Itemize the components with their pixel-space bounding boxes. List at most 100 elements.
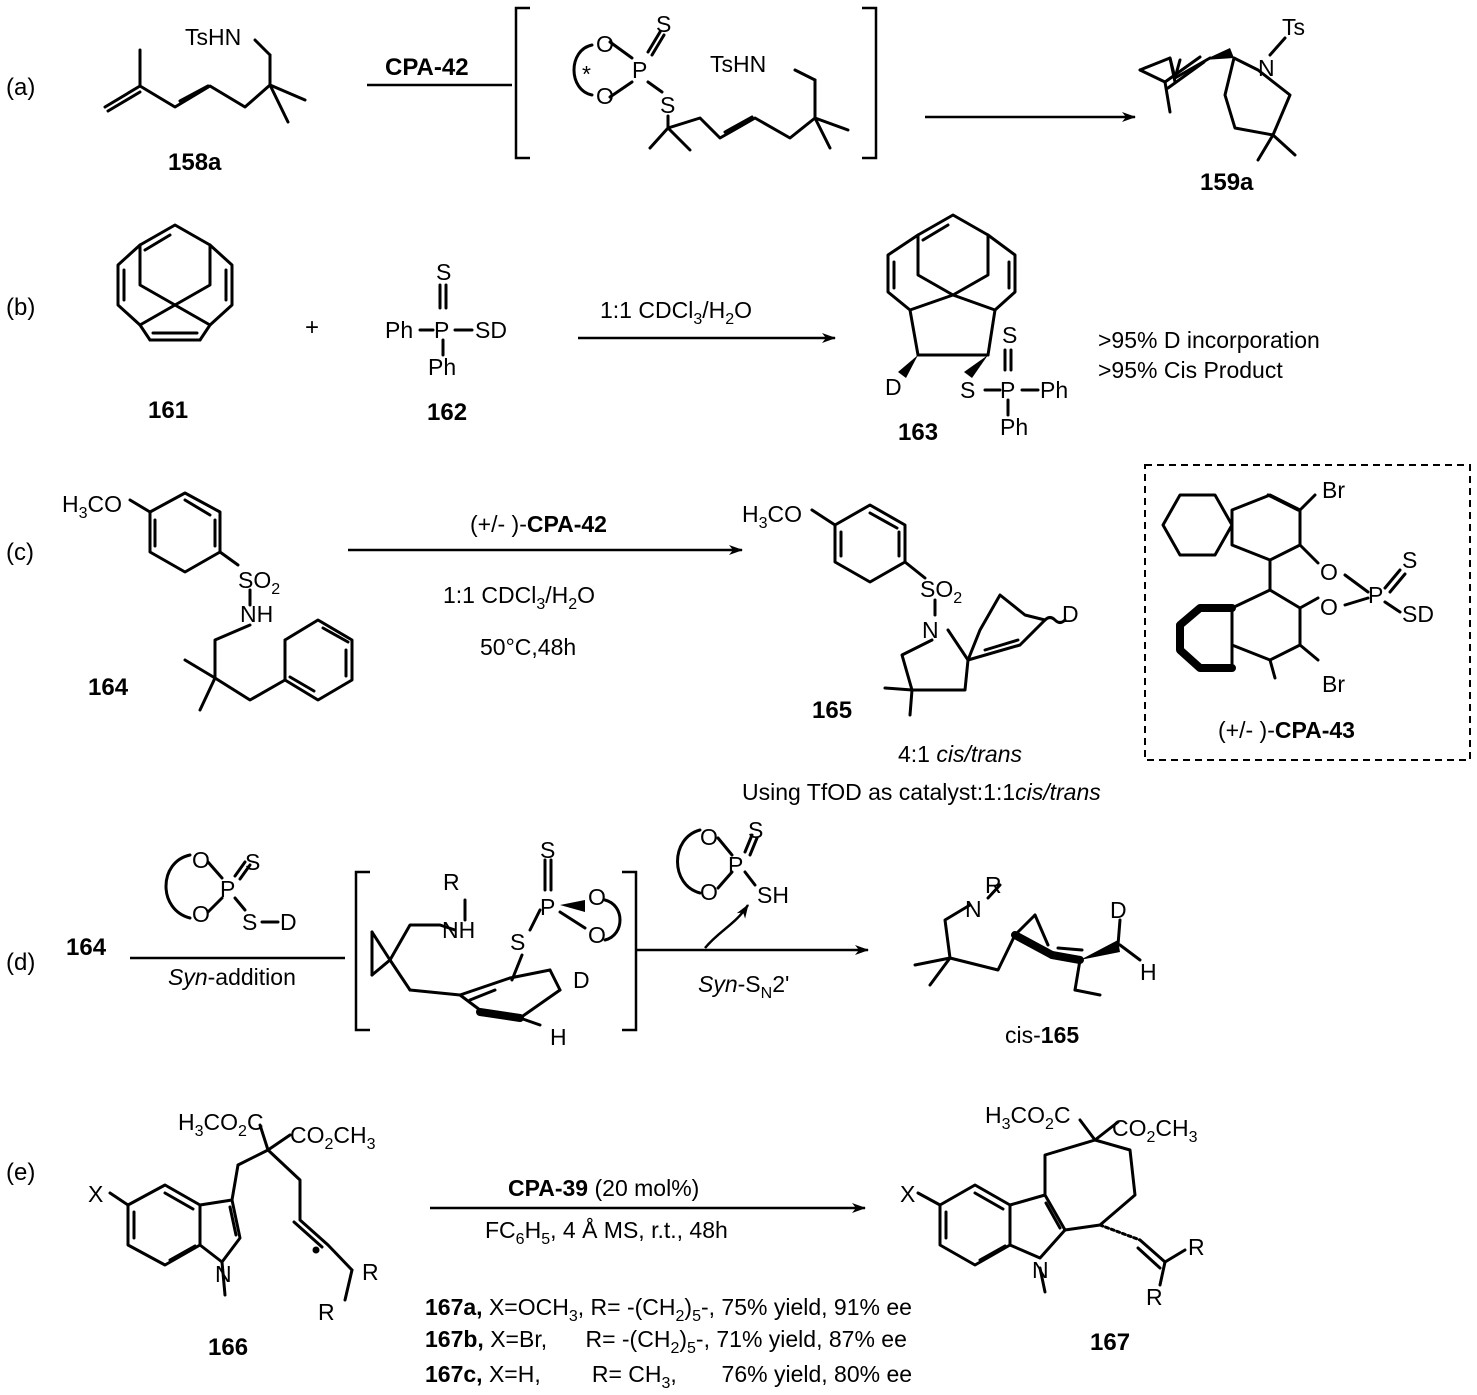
- atom-h3co2c-166: H3CO2C: [178, 1109, 264, 1140]
- note-d-incorporation: >95% D incorporation: [1098, 327, 1320, 353]
- atom-s-cpa43: S: [1402, 547, 1417, 573]
- conditions-syn-sn2: Syn-SN2': [698, 971, 789, 1002]
- conditions-e-solvent: FC6H5, 4 Å MS, r.t., 48h: [485, 1216, 728, 1248]
- structure-164: H3CO SO2 NH: [62, 491, 354, 712]
- atom-co2ch3-167: CO2CH3: [1112, 1115, 1198, 1146]
- atom-so2-165: SO2: [920, 576, 962, 607]
- conditions-b: 1:1 CDCl3/H2O: [600, 297, 752, 328]
- atom-h3co-165: H3CO: [742, 501, 802, 532]
- structure-165: H3CO SO2 N D: [742, 501, 1079, 717]
- atom-n-167: N: [1032, 1257, 1049, 1283]
- atom-r2-167: R: [1146, 1284, 1163, 1310]
- panel-label-c: (c): [6, 539, 34, 566]
- atom-ph2-162: Ph: [428, 354, 456, 380]
- atom-o2-acid-d: O: [700, 879, 718, 905]
- reagent-d-dithioacid: O O P S S D: [164, 847, 297, 935]
- panel-label-b: (b): [6, 294, 35, 321]
- bracket-right-d: [622, 870, 638, 1032]
- structure-cis-165: N R D H: [913, 872, 1157, 997]
- atom-r1-166: R: [362, 1259, 379, 1285]
- atom-ph1-163: Ph: [1040, 377, 1068, 403]
- conditions-c-catalyst: (+/- )-CPA-42: [470, 511, 607, 537]
- atom-h-int-d: H: [550, 1024, 567, 1050]
- atom-tshn-158a: TsHN: [185, 24, 241, 50]
- conditions-syn-addition: Syn-addition: [168, 964, 296, 990]
- atom-o1-acid-d: O: [700, 824, 718, 850]
- compound-label-158a: 158a: [168, 149, 222, 176]
- atom-o1-int-d: O: [588, 884, 606, 910]
- panel-b: 161 + S Ph P SD Ph 162 1:1 CDCl3/H2O: [116, 213, 1320, 446]
- structure-158a: TsHN: [103, 24, 307, 124]
- atom-s2-int-d: S: [510, 929, 525, 955]
- atom-p-163: P: [1000, 377, 1015, 403]
- structure-cpa43: Br O O P S SD Br: [1161, 477, 1434, 697]
- atom-s-162: S: [436, 259, 451, 285]
- atom-n-166: N: [215, 1261, 232, 1287]
- atom-o2-reagent-d: O: [192, 901, 210, 927]
- plus-sign-b: +: [305, 314, 319, 341]
- atom-s1-163: S: [960, 377, 975, 403]
- intermediate-d: R NH S P S O O D H: [370, 837, 622, 1050]
- atom-o2-cpa43: O: [1320, 594, 1338, 620]
- note-tfod: Using TfOD as catalyst:1:1cis/trans: [742, 779, 1101, 805]
- conditions-e-catalyst: CPA-39 (20 mol%): [508, 1175, 699, 1201]
- panel-c: H3CO SO2 NH 164 (+/- )-CPA-42 1:1 CDCl3/…: [62, 464, 1471, 805]
- atom-tshn-int-a: TsHN: [710, 51, 766, 77]
- compound-label-159a: 159a: [1200, 169, 1254, 196]
- atom-h-cis165: H: [1140, 959, 1157, 985]
- bracket-left-a: [514, 6, 530, 160]
- atom-sd-cpa43: SD: [1402, 601, 1434, 627]
- reagent-cpa42-a: CPA-42: [385, 54, 469, 81]
- atom-p-cpa43: P: [1368, 582, 1383, 608]
- atom-p-162: P: [434, 317, 449, 343]
- atom-o2-int-d: O: [588, 922, 606, 948]
- atom-n-159a: N: [1258, 55, 1275, 81]
- atom-nh-int-d: NH: [442, 917, 475, 943]
- cpa43-label: (+/- )-CPA-43: [1218, 717, 1355, 743]
- note-cis-product: >95% Cis Product: [1098, 357, 1283, 383]
- atom-s-top-int-a: S: [656, 11, 671, 37]
- panel-label-d: (d): [6, 949, 35, 976]
- atom-br2-cpa43: Br: [1322, 671, 1345, 697]
- structure-162: S Ph P SD Ph: [385, 259, 507, 380]
- atom-r-int-d: R: [443, 869, 460, 895]
- result-167a: 167a, X=OCH3, R= -(CH2)5-, 75% yield, 91…: [425, 1294, 912, 1325]
- structure-166: X N H3CO2C CO2CH3 R R: [88, 1109, 379, 1325]
- atom-ph1-162: Ph: [385, 317, 413, 343]
- atom-s1-reagent-d: S: [245, 849, 260, 875]
- atom-nh-164: NH: [240, 601, 273, 627]
- compound-label-163: 163: [898, 419, 938, 446]
- compound-label-162: 162: [427, 399, 467, 426]
- intermediate-a: O O P S S * TsHN: [572, 11, 850, 152]
- atom-p-acid-d: P: [728, 852, 743, 878]
- panel-label-a: (a): [6, 74, 35, 101]
- conditions-c-solvent: 1:1 CDCl3/H2O: [443, 582, 595, 613]
- atom-d-165: D: [1062, 601, 1079, 627]
- atom-h3co-164: H3CO: [62, 491, 122, 522]
- atom-o1-reagent-d: O: [192, 847, 210, 873]
- atom-x-167: X: [900, 1181, 915, 1207]
- panel-e: X N H3CO2C CO2CH3 R R 166 CPA-39 (20 mol…: [88, 1102, 1205, 1392]
- atom-ph2-163: Ph: [1000, 414, 1028, 440]
- structure-163: D S S P Ph Ph: [885, 213, 1068, 440]
- compound-label-167: 167: [1090, 1329, 1130, 1356]
- atom-p-int-a: P: [632, 57, 647, 83]
- panel-label-e: (e): [6, 1159, 35, 1186]
- atom-h3co2c-167: H3CO2C: [985, 1102, 1071, 1133]
- compound-label-166: 166: [208, 1334, 248, 1361]
- atom-co2ch3-166: CO2CH3: [290, 1122, 376, 1153]
- result-167c: 167c, X=H, R= CH3, 76% yield, 80% ee: [425, 1361, 912, 1392]
- atom-r1-167: R: [1188, 1234, 1205, 1260]
- atom-r2-166: R: [318, 1299, 335, 1325]
- atom-d-reagent-d: D: [280, 909, 297, 935]
- atom-ts-159a: Ts: [1282, 14, 1305, 40]
- structure-159a: N Ts: [1138, 14, 1305, 162]
- structure-167: X N H3CO2C CO2CH3 R R: [900, 1102, 1205, 1310]
- bracket-right-a: [862, 6, 878, 160]
- atom-s1-int-d: S: [540, 837, 555, 863]
- structure-161: [116, 223, 234, 342]
- note-cis-trans-ratio: 4:1 cis/trans: [898, 741, 1023, 767]
- atom-d-163: D: [885, 374, 902, 400]
- panel-a: TsHN 158a CPA-42 O O P S: [103, 6, 1305, 196]
- compound-label-164: 164: [88, 674, 129, 701]
